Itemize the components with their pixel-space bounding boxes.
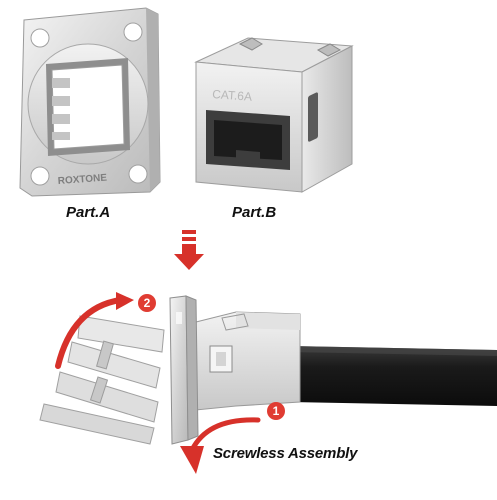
rotating-panels xyxy=(39,315,165,445)
installed-coupler xyxy=(195,311,301,411)
cable xyxy=(290,346,497,406)
down-arrow-icon xyxy=(174,230,204,270)
part-a-brand: ROXTONE xyxy=(57,173,107,187)
part-a-label: Part.A xyxy=(66,204,111,221)
rotate-arrow-icon xyxy=(55,292,134,369)
part-b-marking: CAT.6A xyxy=(212,87,253,104)
frame-plate-side xyxy=(169,295,199,445)
part-b-coupler: CAT.6A xyxy=(194,37,354,193)
step-1-badge: 1 xyxy=(267,402,285,420)
assembly-caption: Screwless Assembly xyxy=(213,445,358,462)
step-2-badge: 2 xyxy=(138,294,156,312)
part-b-label: Part.B xyxy=(232,204,277,221)
push-down-arrow-icon xyxy=(180,417,261,474)
part-a-frame: ROXTONE xyxy=(19,7,161,197)
